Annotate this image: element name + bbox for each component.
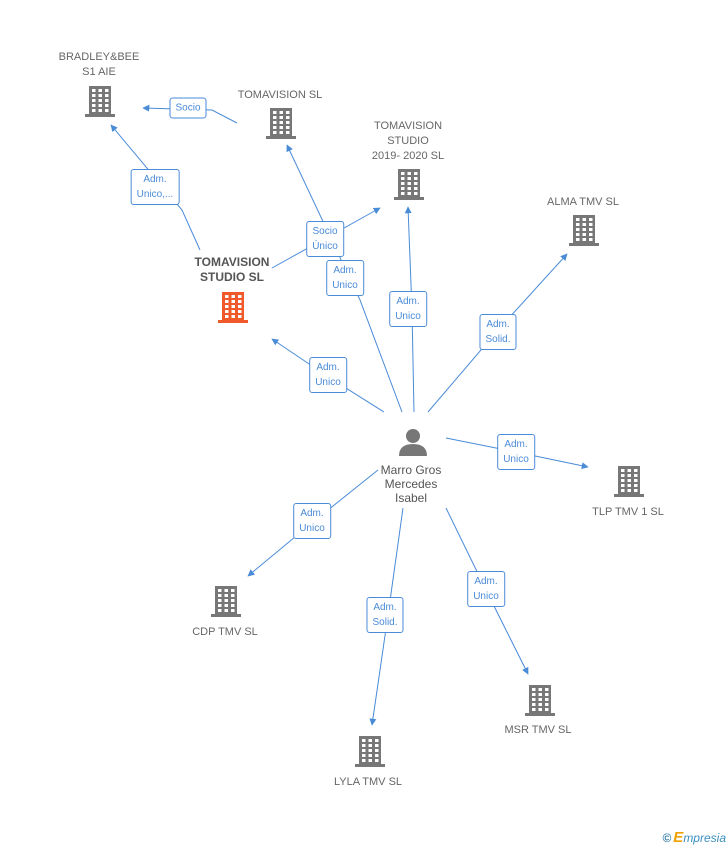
edge-tomavision_studio-to-bradley — [110, 124, 201, 251]
node-label-cdp[interactable]: CDP TMV SL — [192, 625, 258, 640]
node-label-line: Marro Gros — [380, 463, 442, 477]
node-label-tomavision_sl[interactable]: TOMAVISION SL — [238, 88, 323, 103]
edge-label-text: Adm. — [333, 265, 357, 276]
edge-label-text: Adm. — [486, 319, 510, 330]
node-label-line: LYLA TMV SL — [333, 776, 403, 788]
edge-label-text: Unico — [473, 591, 499, 602]
node-label-bradley[interactable]: BRADLEY&BEE S1 AIE — [59, 50, 140, 80]
copyright-symbol: © — [662, 831, 672, 845]
edge-label-person-to-tlp[interactable]: Adm. Unico — [497, 434, 535, 470]
edge-label-text: Unico — [395, 311, 421, 322]
edge-label-person-to-msr[interactable]: Adm. Unico — [467, 571, 505, 607]
edge-label-text: Unico — [503, 454, 529, 465]
node-label-line: TLP TMV 1 SL — [592, 506, 664, 518]
edge-label-tomavision_studio-to-bradley[interactable]: Adm. Unico,... — [130, 169, 180, 205]
brand-initial: E — [673, 829, 684, 846]
edge-label-person-to-tomavision_sl[interactable]: Adm. Unico — [326, 260, 364, 296]
edge-label-person-to-lyla[interactable]: Adm. Solid. — [366, 597, 404, 633]
empresia-watermark: ©Empresia — [662, 829, 726, 846]
edge-label-tomavision_sl-to-bradley[interactable]: Socio — [169, 97, 207, 119]
edge-label-text: Unico,... — [136, 189, 174, 200]
brand-name: mpresia — [683, 831, 726, 845]
node-label-msr[interactable]: MSR TMV SL — [504, 723, 571, 738]
main-building-icon[interactable] — [218, 292, 248, 323]
building-icon[interactable] — [525, 685, 555, 716]
edge-label-text: Unico — [299, 523, 325, 534]
edge-tomavision_sl-to-bradley — [142, 104, 238, 124]
building-icon[interactable] — [211, 586, 241, 617]
node-label-line: MSR TMV SL — [504, 724, 572, 736]
building-icon[interactable] — [394, 169, 424, 200]
building-icon[interactable] — [614, 466, 644, 497]
node-label-alma[interactable]: ALMA TMV SL — [547, 195, 619, 210]
edge-label-text: Adm. — [396, 296, 420, 307]
building-icon[interactable] — [355, 736, 385, 767]
building-icon[interactable] — [85, 86, 115, 117]
node-label-line: TOMAVISION — [194, 255, 270, 269]
edge-label-person-to-alma[interactable]: Adm. Solid. — [479, 314, 517, 350]
edge-label-text: Único — [312, 241, 338, 252]
node-label-line: STUDIO SL — [199, 270, 264, 284]
node-label-line: CDP TMV SL — [192, 626, 258, 638]
edge-label-text: Unico — [332, 280, 358, 291]
node-label-line: Isabel — [394, 491, 428, 505]
node-label-line: S1 AIE — [82, 66, 116, 78]
node-label-line: TOMAVISION — [373, 120, 443, 132]
edge-label-person-to-tomavision_2019[interactable]: Adm. Unico — [389, 291, 427, 327]
node-label-lyla[interactable]: LYLA TMV SL — [334, 775, 402, 790]
node-label-line: BRADLEY&BEE — [58, 51, 140, 63]
edge-label-person-to-cdp[interactable]: Adm. Unico — [293, 503, 331, 539]
building-icon[interactable] — [569, 215, 599, 246]
edge-label-text: Unico — [315, 377, 341, 388]
edge-label-person-to-tomavision_studio[interactable]: Adm. Unico — [309, 357, 347, 393]
person-icon[interactable] — [399, 429, 427, 456]
edge-person-to-tomavision_sl — [286, 144, 403, 413]
edge-label-text: Solid. — [485, 334, 511, 345]
node-label-line: ALMA TMV SL — [547, 196, 619, 208]
edge-label-text: Socio — [312, 226, 338, 237]
edge-label-text: Adm. — [143, 174, 167, 185]
edge-label-text: Adm. — [316, 362, 340, 373]
edge-label-text: Adm. — [504, 439, 528, 450]
node-label-line: 2019- 2020 SL — [371, 150, 445, 162]
edge-label-text: Socio — [175, 102, 201, 114]
node-label-tomavision_2019[interactable]: TOMAVISION STUDIO 2019- 2020 SL — [372, 119, 444, 164]
building-icon[interactable] — [266, 108, 296, 139]
edge-label-text: Adm. — [300, 508, 324, 519]
edge-label-text: Adm. — [373, 602, 397, 613]
node-label-tlp[interactable]: TLP TMV 1 SL — [592, 505, 664, 520]
edge-label-text: Solid. — [372, 617, 398, 628]
edge-label-text: Adm. — [474, 576, 498, 587]
node-label-line: Mercedes — [384, 477, 438, 491]
node-label-line: TOMAVISION SL — [237, 89, 323, 101]
node-label-line: STUDIO — [387, 135, 429, 147]
